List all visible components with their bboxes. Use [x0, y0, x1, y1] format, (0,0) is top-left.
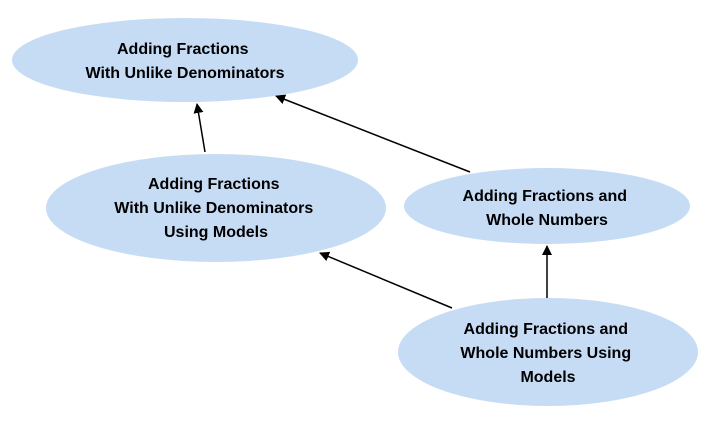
node-label-line: Adding Fractions — [148, 176, 280, 193]
node-label-line: With Unlike Denominators — [86, 65, 285, 82]
node-adding-fractions-whole[interactable]: Adding Fractions and Whole Numbers — [404, 168, 690, 244]
node-label: Adding Fractions With Unlike Denominator… — [114, 176, 317, 241]
edge-unlike-models-to-unlike — [193, 103, 206, 153]
node-label-line: Whole Numbers — [486, 212, 608, 229]
node-label-line: Models — [520, 369, 575, 386]
node-label-line: Adding Fractions and — [464, 321, 628, 338]
node-adding-fractions-whole-models[interactable]: Adding Fractions and Whole Numbers Using… — [398, 298, 698, 406]
node-label-line: Using Models — [164, 224, 268, 241]
node-adding-fractions-unlike-models[interactable]: Adding Fractions With Unlike Denominator… — [46, 154, 386, 262]
edge-whole-to-unlike — [275, 94, 471, 173]
edges — [193, 94, 552, 309]
node-label-line: Adding Fractions and — [463, 188, 627, 205]
node-label-line: With Unlike Denominators — [114, 200, 313, 217]
node-ellipse — [46, 154, 386, 262]
node-label-line: Whole Numbers Using — [460, 345, 631, 362]
node-label: Adding Fractions and Whole Numbers Using… — [460, 321, 635, 386]
node-ellipse — [12, 18, 358, 102]
node-label-line: Adding Fractions — [117, 41, 249, 58]
node-adding-fractions-unlike[interactable]: Adding Fractions With Unlike Denominator… — [12, 18, 358, 102]
edge-whole-models-to-unlike-models — [319, 251, 453, 309]
node-label: Adding Fractions With Unlike Denominator… — [86, 41, 285, 82]
node-ellipse — [404, 168, 690, 244]
node-label: Adding Fractions and Whole Numbers — [463, 188, 632, 229]
node-ellipse — [398, 298, 698, 406]
